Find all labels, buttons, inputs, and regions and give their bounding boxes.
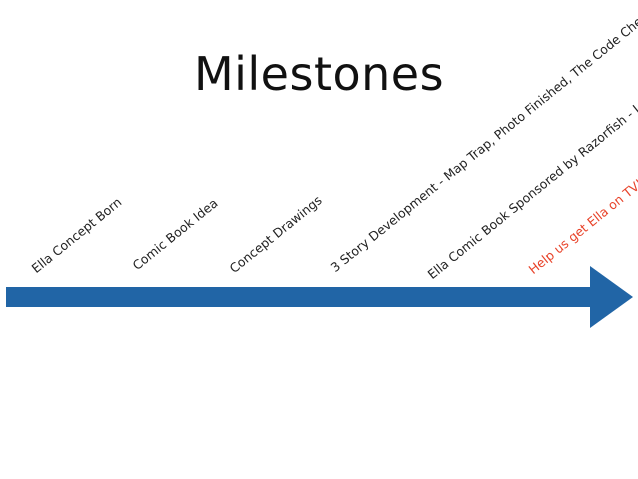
slide-title: Milestones [193,47,445,101]
timeline-arrow-head [590,266,633,328]
timeline-arrow-shaft [6,287,592,307]
